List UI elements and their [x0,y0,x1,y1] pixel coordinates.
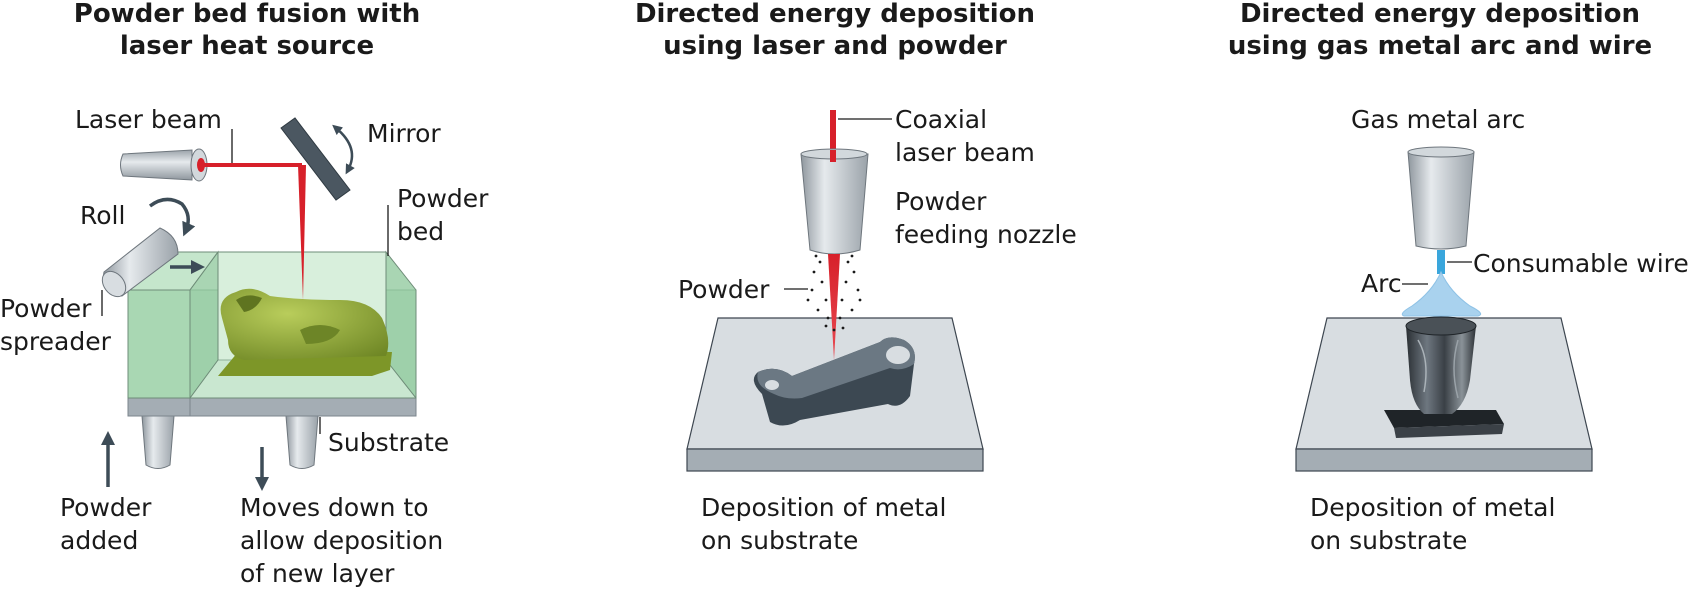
powder-label: Powder [678,275,770,304]
roll-rotation-arrow [148,197,196,237]
panel-ded-laser-powder: Directed energy deposition using laser a… [635,0,1077,555]
moves-down-label-line1: Moves down to [240,493,429,522]
panel-ded-arc-wire: Directed energy deposition using gas met… [1228,0,1689,555]
substrate-plate [127,397,417,417]
mirror-label: Mirror [367,119,441,148]
printed-part-statue [218,288,392,376]
arc-label: Arc [1361,269,1402,298]
deposited-vase-part [1384,316,1504,438]
gas-metal-arc-label: Gas metal arc [1351,105,1525,134]
coaxial-laser-beam [830,110,836,158]
connecting-rod-part [753,337,915,426]
powder-feeding-nozzle [800,148,869,255]
laser-source [120,148,208,182]
laser-focus-cone [828,254,840,360]
panel1-title-line2: laser heat source [120,31,374,61]
powder-particles [806,254,862,332]
gas-metal-arc-torch [1407,146,1475,250]
nozzle-label-line1: Powder [895,187,987,216]
panel2-title-line1: Directed energy deposition [635,0,1035,29]
deposition-label-line1: Deposition of metal [701,493,946,522]
powder-added-label-line2: added [60,526,138,555]
mirror-rotation-arrow [332,124,355,175]
mirror [280,117,351,201]
nozzle-label-line2: feeding nozzle [895,220,1077,249]
consumable-wire-label: Consumable wire [1473,249,1689,278]
powder-added-label-line1: Powder [60,493,152,522]
substrate-label: Substrate [328,428,449,457]
powder-bed-label-line2: bed [397,217,444,246]
powder-spreader-label-line2: spreader [0,327,112,356]
arc-plume [1401,270,1482,317]
deposition-label-line2: on substrate [701,526,858,555]
consumable-wire [1437,250,1445,274]
deposition-label-line2-p3: on substrate [1310,526,1467,555]
coaxial-label-line1: Coaxial [895,105,987,134]
moves-down-label-line3: of new layer [240,559,395,588]
panel3-title-line2: using gas metal arc and wire [1228,31,1652,61]
panel2-title-line2: using laser and powder [663,31,1007,61]
support-legs [141,415,319,469]
deposition-label-line1-p3: Deposition of metal [1310,493,1555,522]
panel1-title-line1: Powder bed fusion with [74,0,420,29]
powder-spreader-label-line1: Powder [0,294,92,323]
coaxial-label-line2: laser beam [895,138,1035,167]
roll-label: Roll [80,201,125,230]
panel3-title-line1: Directed energy deposition [1240,0,1640,29]
powder-spreader-roll [101,227,179,298]
panel-powder-bed-fusion: Powder bed fusion with laser heat source [0,0,489,588]
laser-beam-label: Laser beam [75,105,222,134]
powder-bed-label-line1: Powder [397,184,489,213]
laser-beam-path [202,163,306,300]
moves-down-label-line2: allow deposition [240,526,443,555]
